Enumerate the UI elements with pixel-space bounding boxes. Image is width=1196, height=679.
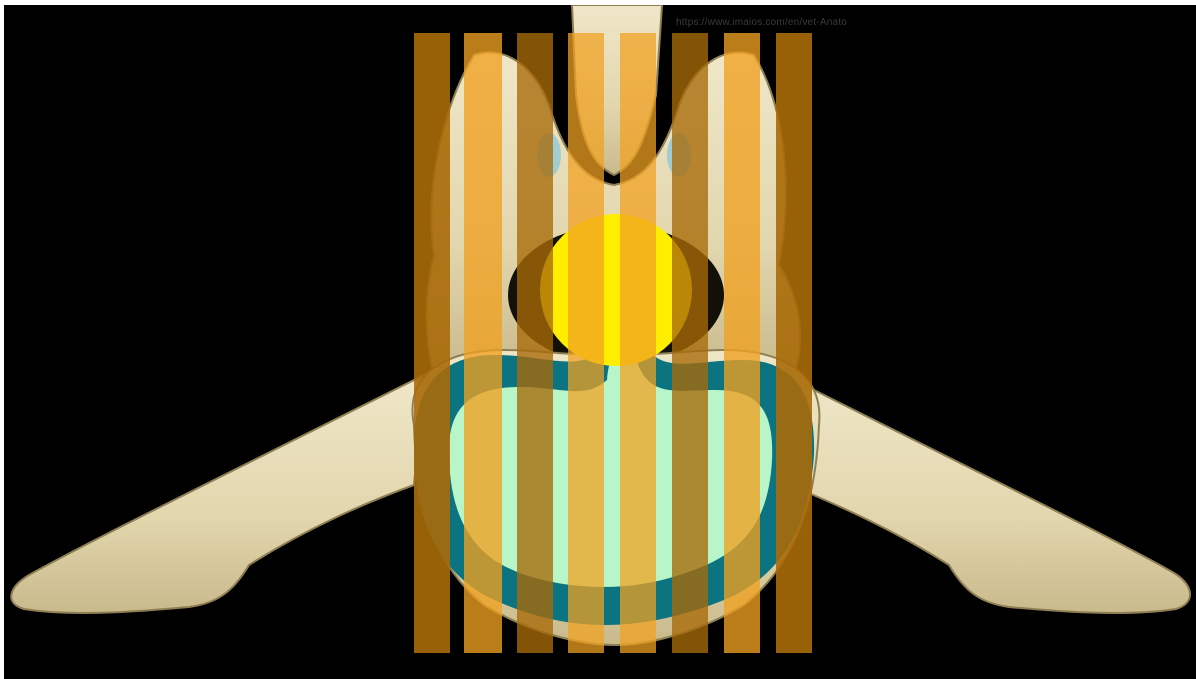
overlay-stripe (464, 33, 502, 653)
vertebra-cross-section (4, 5, 1196, 679)
overlay-stripe (517, 33, 553, 653)
watermark-url: https://www.imaios.com/en/vet-Anato (676, 17, 847, 28)
right-transverse-process (784, 375, 1190, 613)
overlay-stripe (568, 33, 604, 653)
vertebra-image: https://www.imaios.com/en/vet-Anato (4, 5, 1196, 679)
overlay-stripe (672, 33, 708, 653)
overlay-stripe (620, 33, 656, 653)
overlay-stripe (776, 33, 812, 653)
spinal-cord (540, 214, 692, 366)
overlay-stripe (724, 33, 760, 653)
left-transverse-process (11, 375, 424, 613)
overlay-stripe (414, 33, 450, 653)
